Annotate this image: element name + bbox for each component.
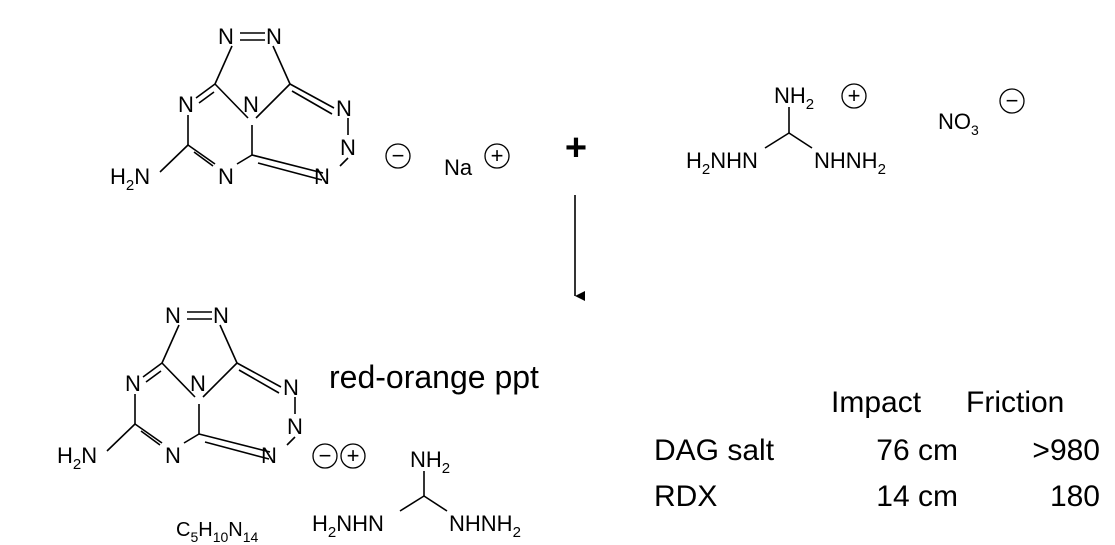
atom-amino-group: H2N xyxy=(110,164,150,194)
table-row: DAG salt 76 cm >980 xyxy=(654,434,1100,467)
positive-charge-icon: + xyxy=(841,83,867,109)
table-header-impact: Impact xyxy=(831,386,922,419)
atom-n: N xyxy=(283,375,299,400)
precipitate-label: red-orange ppt xyxy=(329,359,539,395)
atom-n: N xyxy=(266,24,282,49)
table-cell-impact: 14 cm xyxy=(876,480,958,513)
svg-text:+: + xyxy=(491,143,504,168)
reactant-guanidinium-nitrate: NH2 H2NHN NHNH2 + NO3 − xyxy=(686,83,1025,178)
table-cell-name: RDX xyxy=(654,480,717,513)
svg-text:−: − xyxy=(1006,88,1019,113)
sensitivity-table: Impact Friction DAG salt 76 cm >980 RDX … xyxy=(654,386,1100,513)
table-cell-friction: >980 xyxy=(1032,434,1100,467)
atom-n: N xyxy=(165,303,181,328)
table-cell-name: DAG salt xyxy=(654,434,775,467)
svg-text:−: − xyxy=(392,143,405,168)
atom-n: N xyxy=(287,414,303,439)
negative-charge-icon: − xyxy=(999,88,1025,114)
negative-charge-icon: − xyxy=(385,143,411,169)
table-cell-impact: 76 cm xyxy=(876,434,958,467)
atom-hydrazino-right: NHNH2 xyxy=(449,511,521,541)
atom-n: N xyxy=(314,164,330,189)
nitrate-anion: NO3 xyxy=(938,109,979,138)
atom-n: N xyxy=(261,443,277,468)
reactant-heterocycle: N N N N N N N N H2N − xyxy=(110,24,411,194)
reactant-heterocycle-bonds xyxy=(159,32,349,181)
table-row: RDX 14 cm 180 xyxy=(654,480,1100,513)
product-heterocycle-atoms: N N N N N N N N H2N xyxy=(57,303,303,473)
reaction-plus-sign: + xyxy=(565,127,587,169)
svg-text:−: − xyxy=(319,443,332,468)
atom-sodium: Na xyxy=(444,155,473,180)
negative-charge-icon: − xyxy=(312,443,338,469)
product-heterocycle-bonds xyxy=(106,311,296,460)
atom-amino-group: H2N xyxy=(57,443,97,473)
atom-n: N xyxy=(336,96,352,121)
reactant-heterocycle-atoms: N N N N N N N N H2N xyxy=(110,24,356,194)
product-guanidinium: + NH2 H2NHN NHNH2 xyxy=(312,443,521,541)
molecular-formula: C5H10N14 xyxy=(176,519,259,545)
atom-hydrazino-left: H2NHN xyxy=(686,148,758,178)
atom-n: N xyxy=(190,371,206,396)
atom-hydrazino-left: H2NHN xyxy=(312,511,384,541)
svg-text:+: + xyxy=(347,443,360,468)
atom-n: N xyxy=(340,135,356,160)
table-header-friction: Friction xyxy=(966,386,1064,419)
atom-n: N xyxy=(178,92,194,117)
atom-amine-nh2: NH2 xyxy=(774,83,814,113)
table-cell-friction: 180 xyxy=(1050,480,1100,513)
atom-n: N xyxy=(218,164,234,189)
atom-n: N xyxy=(213,303,229,328)
atom-hydrazino-right: NHNH2 xyxy=(814,148,886,178)
atom-n: N xyxy=(218,24,234,49)
atom-n: N xyxy=(125,371,141,396)
svg-text:+: + xyxy=(848,83,861,108)
atom-n: N xyxy=(243,92,259,117)
atom-amine-nh2: NH2 xyxy=(410,447,450,477)
positive-charge-icon: + xyxy=(484,143,510,169)
positive-charge-icon: + xyxy=(340,443,366,469)
sodium-cation: Na + xyxy=(444,143,510,180)
atom-n: N xyxy=(165,443,181,468)
product-heterocycle: N N N N N N N N H2N − xyxy=(57,303,338,473)
